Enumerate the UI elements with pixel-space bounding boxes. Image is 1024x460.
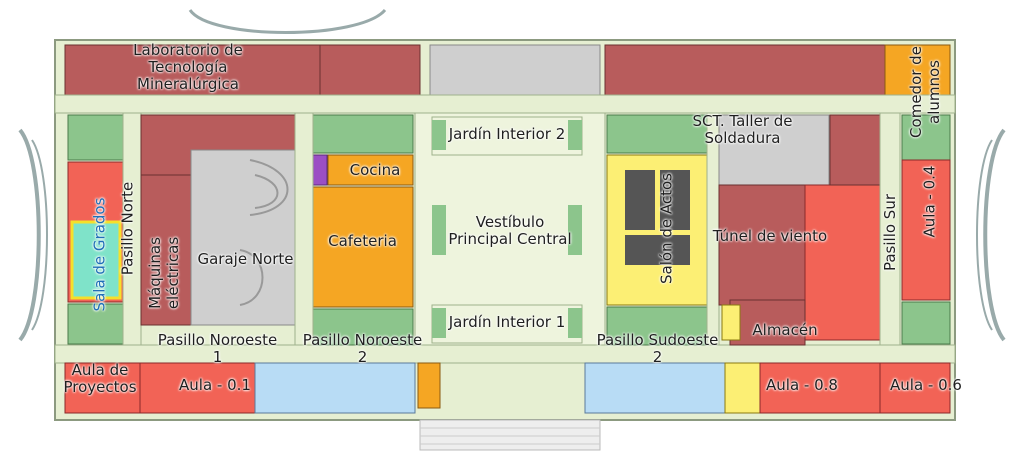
- label-salon-actos: Salón de Actos: [657, 173, 676, 284]
- room-top-ne[interactable]: [604, 44, 886, 96]
- room-garden-nw-bottom: [312, 308, 414, 346]
- corridor-ne-vertical: [706, 112, 720, 346]
- room-garden-ne-top: [606, 114, 708, 154]
- north-entrance-arch: [188, 8, 387, 34]
- room-almacen[interactable]: [729, 299, 806, 346]
- corridor-south: [54, 344, 956, 364]
- room-garden-ne-bottom: [606, 306, 708, 346]
- west-entrance-arch-inner: [31, 139, 48, 331]
- room-aula-06[interactable]: [879, 362, 951, 414]
- label-comedor: Comedor de alumnos: [907, 46, 943, 138]
- label-pasillo-norte: Pasillo Norte: [118, 181, 137, 276]
- room-almacen-yellow[interactable]: [721, 304, 741, 341]
- room-aula-08[interactable]: [759, 362, 881, 414]
- room-bottom-yellow[interactable]: [724, 362, 761, 414]
- west-entrance-arch: [18, 128, 41, 342]
- room-cafeteria[interactable]: [312, 186, 414, 308]
- room-west-garden-top: [67, 114, 124, 161]
- room-bottom-blue-e[interactable]: [584, 362, 726, 414]
- room-tunel-darkred[interactable]: [718, 184, 810, 306]
- room-garden-nw-top: [312, 114, 414, 154]
- room-cocina[interactable]: [327, 154, 414, 186]
- room-aula-proyectos[interactable]: [64, 362, 141, 414]
- label-sala-grados: Sala de Grados: [90, 197, 109, 312]
- room-comedor[interactable]: [884, 44, 951, 96]
- room-aula-04[interactable]: [901, 159, 951, 301]
- room-sala-grados[interactable]: [70, 220, 122, 300]
- room-bottom-orange[interactable]: [417, 362, 441, 409]
- room-tunel-viento[interactable]: [804, 184, 881, 341]
- room-east-garden-bottom: [901, 301, 951, 345]
- room-cocina-purple[interactable]: [312, 154, 328, 186]
- room-garaje-norte[interactable]: [190, 149, 312, 326]
- room-laboratorio[interactable]: [64, 44, 321, 96]
- corridor-north: [54, 94, 956, 114]
- room-jardin-1: [431, 304, 583, 344]
- room-salon-actos[interactable]: [606, 154, 708, 306]
- main-steps: [419, 419, 601, 451]
- corridor-nw-vertical: [294, 112, 314, 346]
- room-bottom-blue-w[interactable]: [254, 362, 416, 414]
- room-jardin-2: [431, 116, 583, 156]
- room-east-garden-top: [901, 114, 951, 161]
- room-ne-darkred-right[interactable]: [829, 114, 881, 186]
- room-aula-01[interactable]: [139, 362, 256, 414]
- room-west-garden-bottom: [67, 303, 124, 345]
- label-aula-04: Aula - 0.4: [920, 165, 939, 238]
- label-maquinas: Máquinas eléctricas: [146, 236, 182, 310]
- corridor-pasillo-sur: [879, 112, 901, 346]
- room-top-center[interactable]: [429, 44, 601, 96]
- east-entrance-arch-inner: [976, 139, 993, 331]
- label-pasillo-sur: Pasillo Sur: [881, 193, 899, 272]
- east-entrance-arch: [983, 128, 1006, 342]
- room-top-nw-2[interactable]: [319, 44, 421, 96]
- room-sct-taller[interactable]: [718, 114, 830, 186]
